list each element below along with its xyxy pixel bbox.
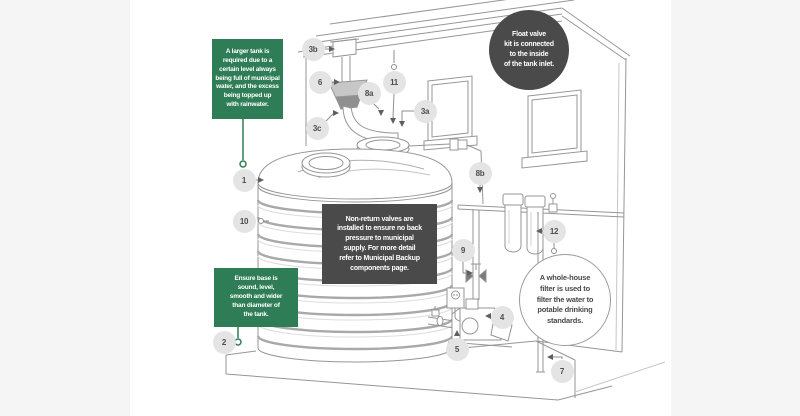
callout-larger-tank: A larger tank is required due to a certa… <box>212 39 283 119</box>
marker-3a: 3a <box>413 99 437 123</box>
house-windows <box>423 75 588 169</box>
marker-3b: 3b <box>301 37 325 61</box>
callout-whole-house-filter: A whole-house filter is used to filter t… <box>519 254 611 346</box>
callout-non-return-valves-text: Non-return valves are installed to ensur… <box>337 215 422 272</box>
marker-2: 2 <box>212 330 236 354</box>
marker-10: 10 <box>232 209 256 233</box>
marker-11: 11 <box>382 70 406 94</box>
marker-3c: 3c <box>305 116 329 140</box>
marker-5: 5 <box>445 337 469 361</box>
marker-1: 1 <box>232 168 256 192</box>
marker-7: 7 <box>550 359 574 383</box>
marker-6: 6 <box>308 70 332 94</box>
marker-4: 4 <box>490 305 514 329</box>
callout-ensure-base: Ensure base is sound, level, smooth and … <box>214 268 298 327</box>
marker-12: 12 <box>542 219 566 243</box>
left-margin <box>0 0 130 416</box>
filter-assembly <box>457 193 625 255</box>
marker-8b: 8b <box>468 161 492 185</box>
marker-9: 9 <box>451 238 475 262</box>
marker-8a: 8a <box>357 81 381 105</box>
callout-larger-tank-text: A larger tank is required due to a certa… <box>215 47 280 109</box>
callout-float-valve: Float valve kit is connected to the insi… <box>489 10 569 90</box>
callout-non-return-valves: Non-return valves are installed to ensur… <box>322 204 437 284</box>
rain-head-and-downpipe <box>328 38 399 143</box>
callout-ensure-base-text: Ensure base is sound, level, smooth and … <box>229 275 283 318</box>
right-margin <box>671 0 800 416</box>
callout-whole-house-filter-text: A whole-house filter is used to filter t… <box>536 273 594 325</box>
callout-float-valve-text: Float valve kit is connected to the insi… <box>503 31 555 68</box>
